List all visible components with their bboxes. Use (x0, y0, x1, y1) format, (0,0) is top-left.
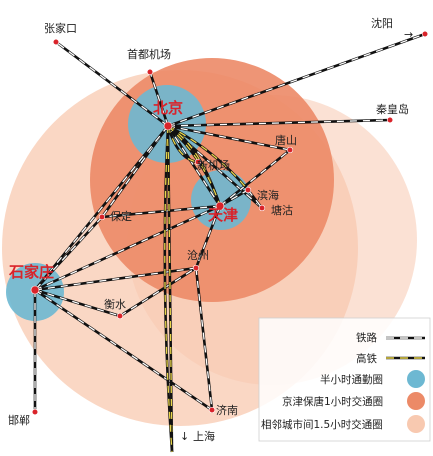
rail-segment-dash (195, 267, 213, 411)
rail-segment-dash (167, 33, 426, 127)
rail-segment-dash (167, 119, 391, 127)
rail-segment-dash (167, 125, 221, 207)
label-binhai: 滨海 (257, 188, 279, 202)
legend-half-hour-label: 半小时通勤圈 (320, 373, 383, 386)
rail-segment-dash (34, 289, 213, 411)
label-zhangjiakou: 张家口 (44, 21, 77, 35)
city-dot-hs (116, 312, 124, 320)
legend-one-half-hour-label: 相邻城市间1.5小时交通圈 (261, 418, 383, 431)
city-dot-zjk (52, 38, 60, 46)
city-dot-sjz (30, 285, 40, 295)
legend: 铁路 高铁 半小时通勤圈 京津保唐1小时交通圈 相邻城市间1.5小时交通圈 (258, 317, 431, 442)
label-tangshan: 唐山 (275, 133, 297, 147)
hsr-segment-dash (167, 125, 173, 453)
label-new-airport: 新机场 (197, 158, 230, 172)
legend-one-half-hour-swatch (407, 415, 425, 433)
label-jinan: 济南 (216, 403, 238, 417)
city-dot-hd (31, 408, 39, 416)
label-shijiazhuang: 石家庄 (8, 263, 54, 281)
high-speed-lines (163, 124, 250, 453)
city-dot-bh (244, 186, 252, 194)
city-dot-sy (421, 30, 429, 38)
city-dot-qhd (386, 116, 394, 124)
city-dot-ts (286, 146, 294, 154)
rail-segment-base (167, 124, 291, 152)
rail-segment-dash (34, 216, 103, 291)
label-cangzhou: 沧州 (187, 248, 209, 262)
arrow-shenyang: → (404, 28, 413, 41)
rail-segment-dash (149, 71, 169, 127)
legend-hsr-label: 高铁 (356, 352, 377, 365)
city-dot-tj (215, 201, 225, 211)
rail-segment-dash (195, 205, 221, 269)
hsr-segment-dash (164, 125, 173, 453)
legend-one-hour-swatch (407, 392, 425, 410)
rail-segment-dash (247, 189, 263, 209)
label-tianjin: 天津 (208, 206, 238, 224)
city-dot-jn (208, 406, 216, 414)
legend-half-hour-swatch (407, 370, 425, 388)
label-handan: 邯郸 (8, 413, 30, 427)
rail-segment-dash (219, 149, 291, 207)
label-tanggu: 塘沽 (271, 203, 293, 217)
label-baoding: 保定 (110, 209, 132, 223)
legend-one-hour-label: 京津保唐1小时交通圈 (282, 395, 383, 408)
label-hengshui: 衡水 (104, 298, 126, 311)
rail-segment-dash (55, 41, 169, 127)
label-shenyang: 沈阳 (371, 16, 393, 30)
legend-railway-label: 铁路 (356, 331, 377, 344)
label-qinhuangdao: 秦皇岛 (376, 102, 409, 116)
rail-segment-dash (101, 205, 221, 218)
label-shanghai: 上海 (193, 429, 215, 443)
railway-lines (33, 32, 426, 412)
rail-segment-dash (34, 289, 121, 317)
rail-segment-dash (34, 125, 169, 291)
city-dot-bd (98, 213, 106, 221)
city-dots (30, 30, 429, 416)
label-capital-airport: 首都机场 (127, 47, 171, 61)
rail-segment-dash (34, 205, 221, 291)
hsr-segment-dash (167, 125, 199, 163)
label-beijing: 北京 (153, 99, 183, 117)
city-dot-cz (192, 264, 200, 272)
city-dot-cap (146, 68, 154, 76)
hsr-segment-dash (167, 125, 249, 191)
city-dot-nair (194, 158, 202, 166)
arrow-shanghai: ↓ (180, 430, 189, 443)
city-dot-tg (258, 204, 266, 212)
city-dot-bj (163, 121, 173, 131)
rail-segment-dash (119, 267, 197, 317)
